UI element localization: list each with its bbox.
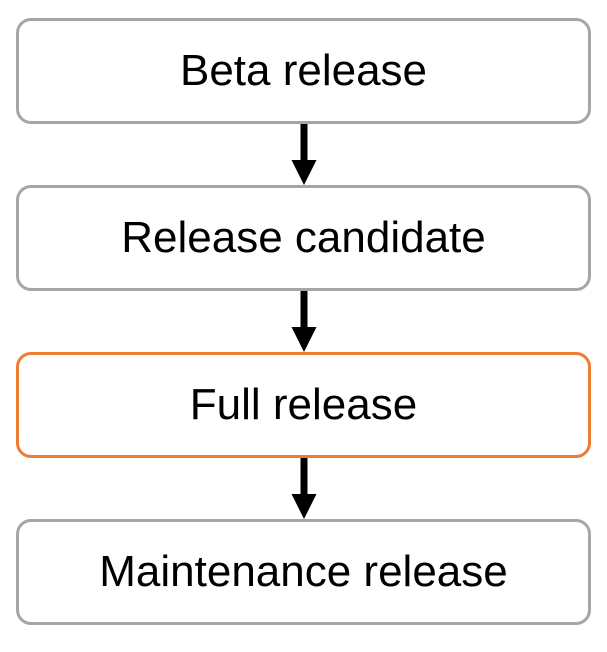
node-label: Release candidate [121, 213, 486, 262]
node-label: Beta release [179, 46, 428, 95]
node-label: Maintenance release [99, 547, 508, 596]
arrow-down-icon [291, 458, 316, 519]
connector-3 [291, 458, 317, 519]
node-full-release: Full release [16, 352, 591, 458]
node-release-candidate: Release candidate [16, 185, 591, 291]
arrow-down-icon [291, 124, 316, 185]
connector-2 [291, 291, 317, 352]
node-beta-release: Beta release [16, 18, 591, 124]
node-label: Full release [189, 380, 418, 429]
connector-1 [291, 124, 317, 185]
node-maintenance-release: Maintenance release [16, 519, 591, 625]
arrow-down-icon [291, 291, 316, 352]
